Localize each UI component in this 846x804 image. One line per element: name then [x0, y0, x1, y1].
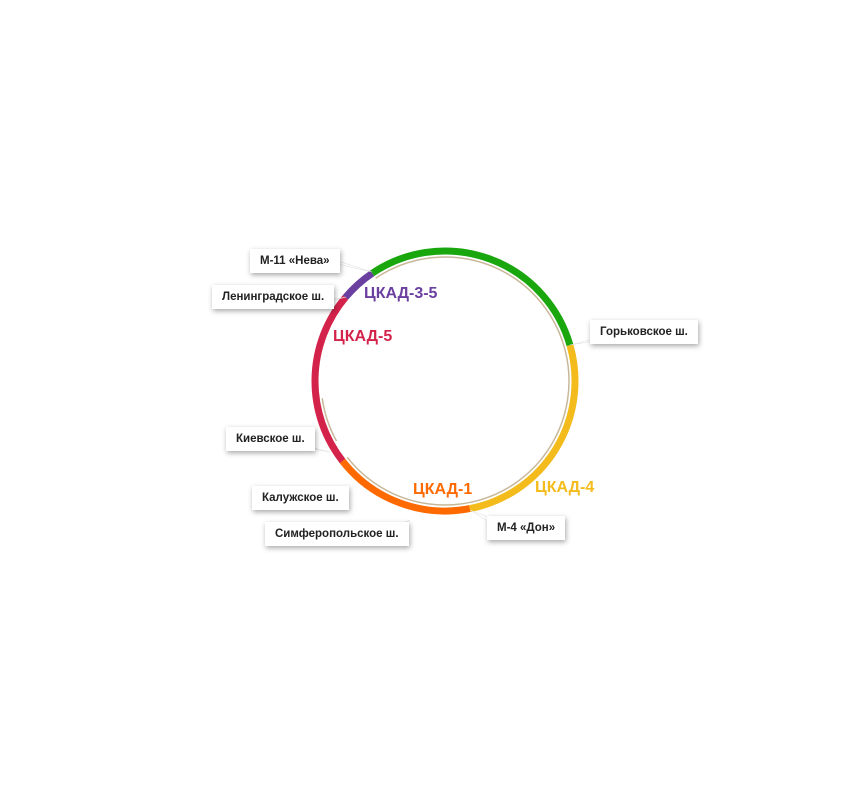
inner-track-piece [321, 398, 338, 442]
inner-track [346, 256, 570, 506]
ring-segment [311, 295, 349, 464]
callout-leningradskoe: Ленинградское ш. [212, 285, 335, 309]
label-ckad-3-5: ЦКАД-3-5 [364, 285, 438, 302]
callout-m4-don: М-4 «Дон» [487, 516, 566, 540]
label-ckad-1: ЦКАД-1 [413, 481, 473, 498]
callout-kievskoe: Киевское ш. [226, 427, 315, 451]
callout-m11-neva: М-11 «Нева» [250, 249, 340, 273]
ring-segment [469, 344, 579, 513]
ring-segment [370, 247, 574, 347]
label-ckad-4: ЦКАД-4 [535, 479, 595, 496]
label-ckad-5: ЦКАД-5 [333, 328, 393, 345]
callout-simferopolskoe: Симферопольское ш. [265, 522, 409, 546]
ring-segment [339, 458, 471, 515]
callout-kaluzhskoe: Калужское ш. [252, 486, 349, 510]
callout-gorkovskoe: Горьковское ш. [590, 320, 698, 344]
